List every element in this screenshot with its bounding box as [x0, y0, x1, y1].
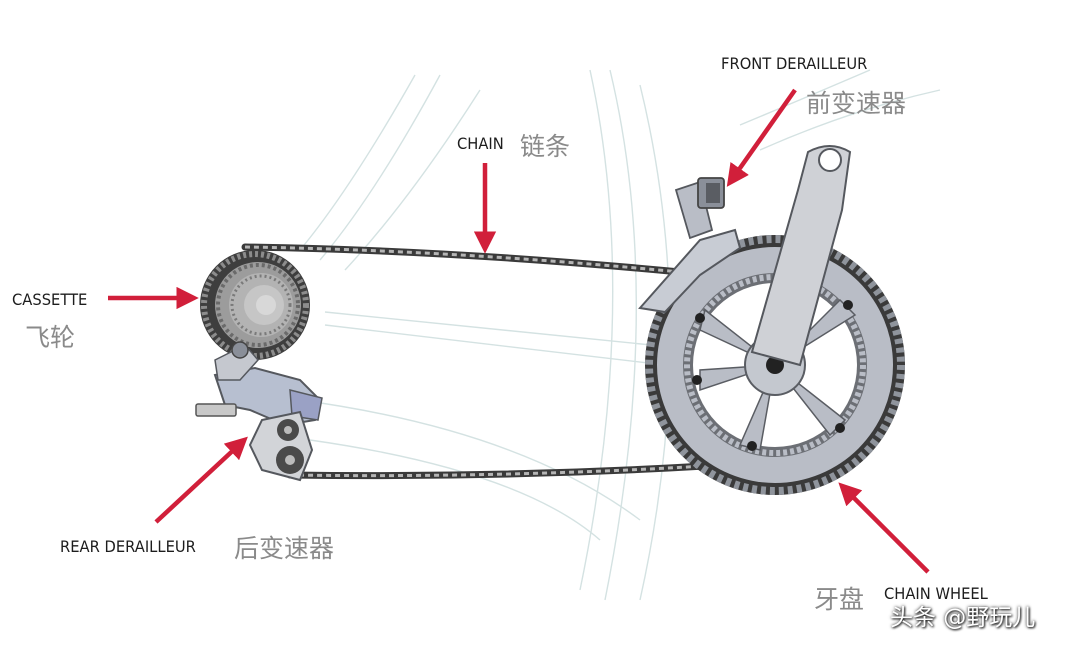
- cassette-label: CASSETTE: [12, 290, 88, 309]
- rear-derailleur-label-zh: 后变速器: [234, 534, 335, 563]
- rear-derailleur-label: REAR DERAILLEUR: [60, 537, 196, 556]
- annotation-arrows: [108, 88, 930, 574]
- watermark: 头条 @野玩儿: [890, 605, 1036, 631]
- chain-wheel-arrow: [838, 482, 930, 574]
- front-derailleur-arrow: [726, 88, 797, 187]
- front-derailleur-label: FRONT DERAILLEUR: [721, 54, 868, 73]
- rear-derailleur: [195, 341, 323, 482]
- cassette: [200, 250, 310, 360]
- chain-wheel-label: CHAIN WHEEL: [884, 584, 988, 603]
- cassette-label-zh: 飞轮: [25, 323, 76, 352]
- chain-label: CHAIN: [457, 134, 504, 153]
- rear-derailleur-arrow: [154, 436, 248, 524]
- chain-wheel-label-zh: 牙盘: [814, 585, 865, 614]
- chain-label-zh: 链条: [520, 132, 571, 161]
- crank-arm: [750, 145, 852, 367]
- chain: [241, 243, 709, 480]
- front-derailleur-label-zh: 前变速器: [806, 89, 907, 118]
- front-derailleur: [638, 177, 742, 314]
